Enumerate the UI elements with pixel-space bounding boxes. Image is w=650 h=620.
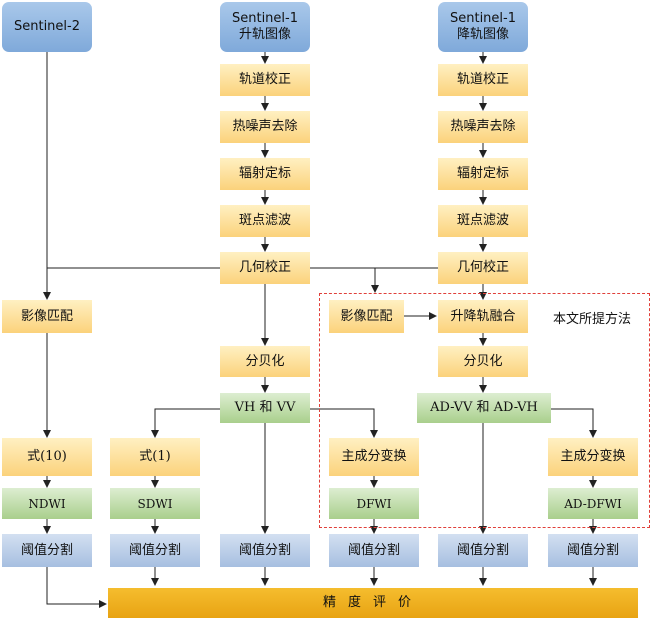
formula-10: 式(10) — [2, 438, 92, 476]
ad-vv-ad-vh-bands: AD-VV 和 AD-VH — [417, 393, 551, 423]
asc-orbit-correction: 轨道校正 — [220, 64, 310, 96]
sentinel-1-ascending-source: Sentinel-1 升轨图像 — [220, 2, 310, 52]
proposed-method-label: 本文所提方法 — [553, 312, 632, 327]
desc-speckle-filtering: 斑点滤波 — [438, 205, 528, 237]
threshold-segmentation-1: 阈值分割 — [2, 534, 92, 567]
dfwi-index: DFWI — [329, 488, 419, 519]
asc-thermal-noise-removal: 热噪声去除 — [220, 111, 310, 143]
source-subtitle: 降轨图像 — [456, 27, 509, 42]
principal-component-transform-2: 主成分变换 — [548, 438, 638, 476]
desc-geometric-correction: 几何校正 — [438, 252, 528, 284]
asc-speckle-filtering: 斑点滤波 — [220, 205, 310, 237]
image-match-right: 影像匹配 — [329, 300, 404, 333]
sentinel-1-descending-source: Sentinel-1 降轨图像 — [438, 2, 528, 52]
desc-orbit-correction: 轨道校正 — [438, 64, 528, 96]
decibel-conversion-right: 分贝化 — [438, 346, 528, 377]
ascending-descending-fusion: 升降轨融合 — [438, 300, 528, 333]
vh-vv-bands: VH 和 VV — [220, 393, 310, 423]
decibel-conversion-left: 分贝化 — [220, 346, 310, 377]
threshold-segmentation-6: 阈值分割 — [548, 534, 638, 567]
threshold-segmentation-5: 阈值分割 — [438, 534, 528, 567]
threshold-segmentation-3: 阈值分割 — [220, 534, 310, 567]
ndwi-index: NDWI — [2, 488, 92, 519]
threshold-segmentation-2: 阈值分割 — [110, 534, 200, 567]
source-title: Sentinel-1 — [231, 11, 298, 26]
desc-radiometric-calibration: 辐射定标 — [438, 158, 528, 190]
desc-thermal-noise-removal: 热噪声去除 — [438, 111, 528, 143]
image-match-left: 影像匹配 — [2, 300, 92, 333]
asc-geometric-correction: 几何校正 — [220, 252, 310, 284]
source-subtitle: 升轨图像 — [238, 27, 291, 42]
sdwi-index: SDWI — [110, 488, 200, 519]
source-title: Sentinel-1 — [449, 11, 516, 26]
accuracy-evaluation: 精度评价 — [108, 588, 638, 618]
formula-1: 式(1) — [110, 438, 200, 476]
sentinel-2-source: Sentinel-2 — [2, 2, 92, 52]
asc-radiometric-calibration: 辐射定标 — [220, 158, 310, 190]
ad-dfwi-index: AD-DFWI — [548, 488, 638, 519]
principal-component-transform-1: 主成分变换 — [329, 438, 419, 476]
threshold-segmentation-4: 阈值分割 — [329, 534, 419, 567]
